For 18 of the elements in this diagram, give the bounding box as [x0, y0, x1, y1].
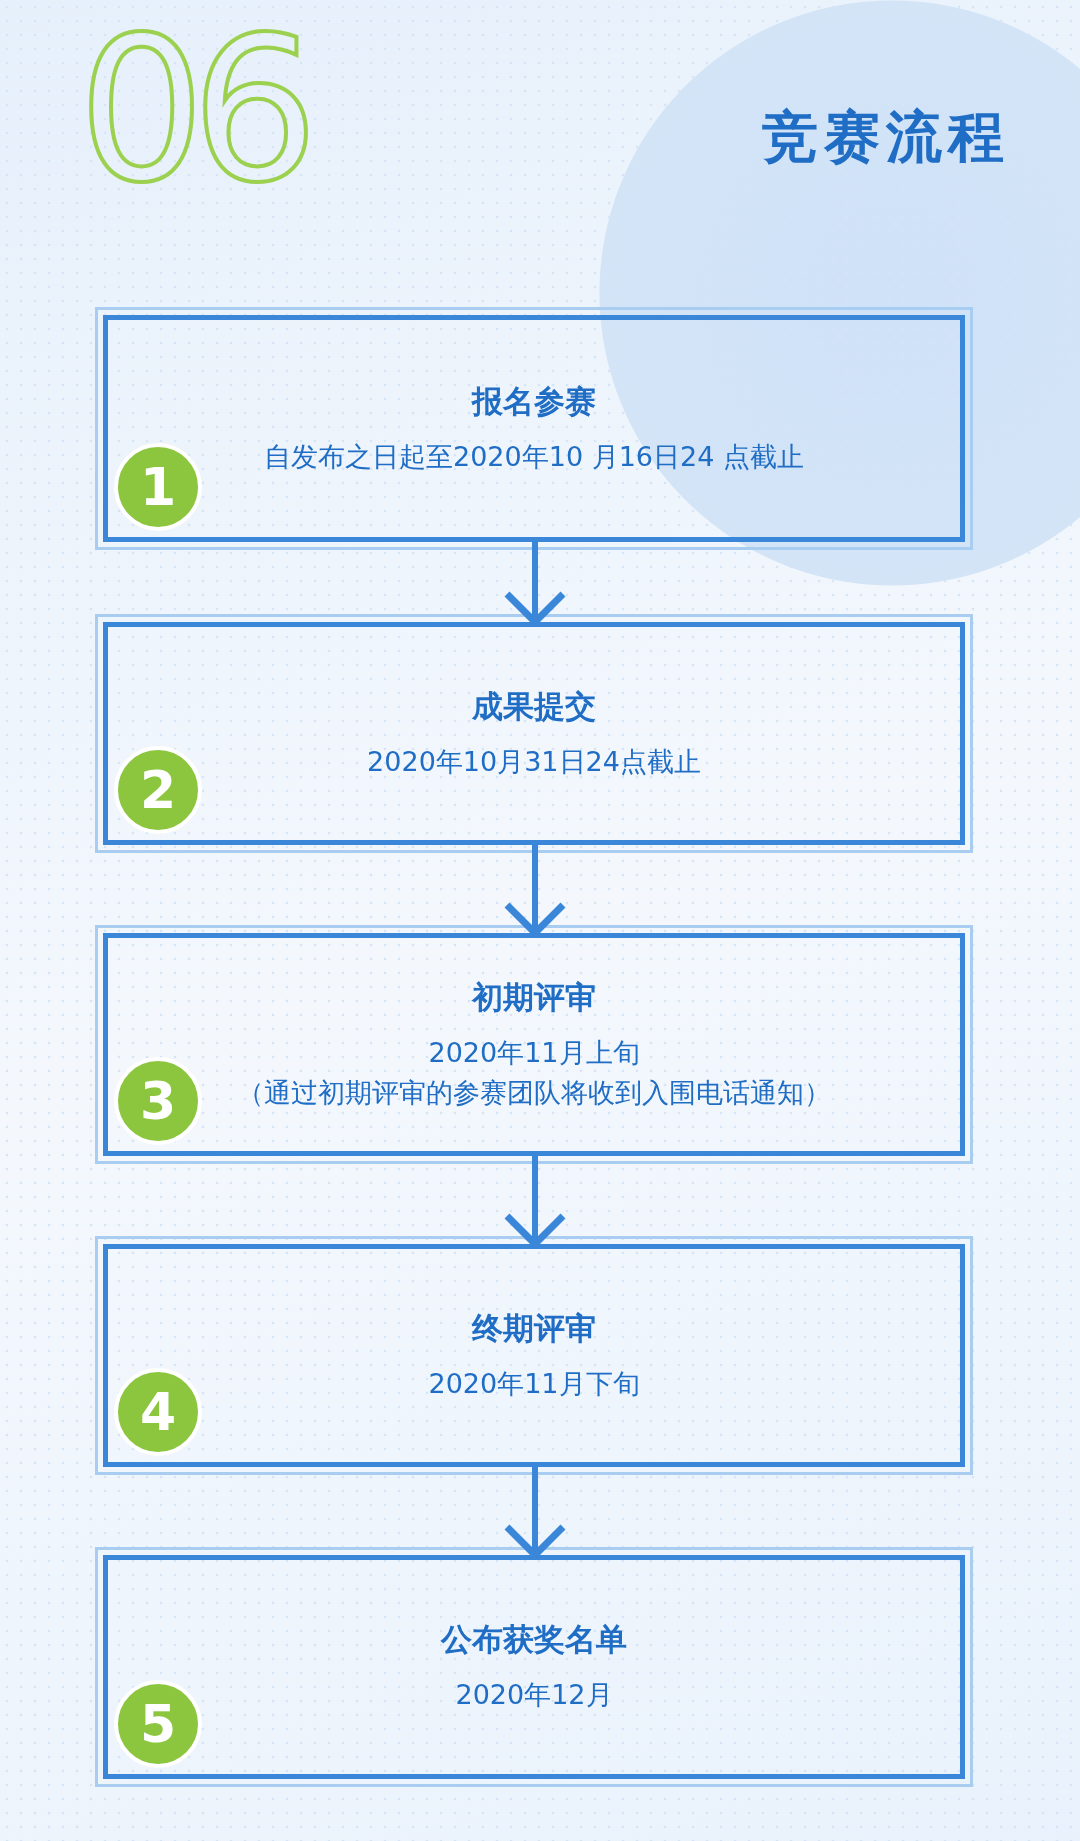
step-number-badge: 2	[114, 746, 202, 834]
step-heading: 报名参赛	[472, 381, 596, 421]
step-description: 2020年11月下旬	[428, 1366, 640, 1401]
step-heading: 成果提交	[472, 686, 596, 726]
step-heading: 终期评审	[472, 1308, 596, 1348]
step-description: 自发布之日起至2020年10 月16日24 点截止	[264, 439, 804, 474]
outline-number: 06	[78, 10, 305, 210]
step-number-badge: 5	[114, 1680, 202, 1768]
step-number-badge: 3	[114, 1057, 202, 1145]
step-heading: 公布获奖名单	[441, 1620, 627, 1659]
step-description: 2020年12月	[455, 1678, 613, 1712]
step-description: （通过初期评审的参赛团队将收到入围电话通知）	[237, 1075, 831, 1110]
step-heading: 初期评审	[472, 977, 596, 1017]
step-description: 2020年10月31日24点截止	[367, 744, 701, 779]
step-number-badge: 1	[114, 443, 202, 531]
step-number-badge: 4	[114, 1368, 202, 1456]
step-description: 2020年11月上旬	[428, 1035, 640, 1070]
title: 竞赛流程	[762, 103, 1010, 171]
